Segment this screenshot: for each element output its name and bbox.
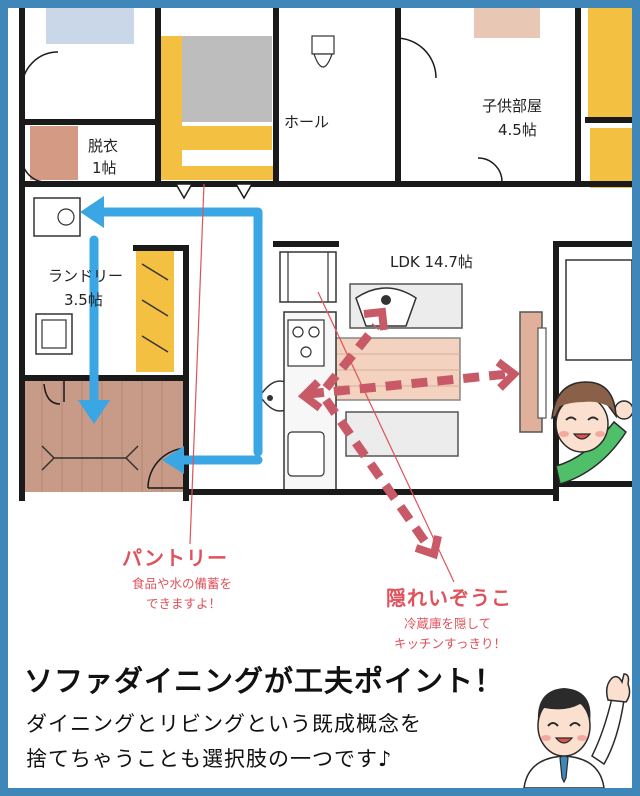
man-hair (537, 688, 591, 722)
storage-yellow-right-2 (590, 128, 632, 188)
doors (21, 37, 503, 489)
blue-flow-arrows (89, 207, 263, 465)
burner-3 (300, 346, 312, 358)
character-hand (614, 400, 632, 420)
blue-arrow-head-down (78, 400, 110, 424)
red-arrow-down (322, 397, 432, 549)
toilet-bowl (313, 53, 333, 68)
room-label-hall: ホール (284, 113, 330, 131)
tv (537, 327, 547, 419)
man-hand (605, 673, 631, 703)
burner-1 (292, 326, 304, 338)
character-eye-right (587, 416, 599, 421)
bed-blue (46, 8, 134, 44)
storage-yellow-right (588, 8, 632, 120)
pantry-shelf (279, 251, 337, 303)
room-label-laundry-size: 3.5帖 (64, 291, 103, 309)
laundry-wood-floor (22, 380, 186, 492)
shelf-hatching (141, 263, 169, 353)
pantry-callout-line2: できますよ！ (146, 596, 222, 611)
chair-dot (381, 295, 391, 305)
fridge-callout-title: 隠れいぞうこ (386, 586, 512, 610)
stove (287, 319, 325, 367)
wash-basin (33, 197, 81, 237)
blue-arrow-head-left (80, 196, 104, 228)
room-label-laundry: ランドリー (48, 267, 124, 285)
man-cheek-left (541, 735, 551, 741)
man-arm-raised (591, 697, 625, 766)
room-label-child-room: 子供部屋 (482, 97, 543, 115)
basin-bowl (57, 208, 75, 226)
room-label-dressing: 脱衣 (88, 137, 119, 155)
toilet-tank (311, 35, 335, 55)
fridge-pointer-line (317, 291, 455, 583)
red-arrow-head-right (495, 358, 521, 391)
room-label-dressing-size: 1帖 (92, 159, 117, 177)
man-mouth (554, 737, 574, 744)
red-arrow-horizontal (307, 369, 509, 399)
sink (287, 431, 325, 477)
waving-man-illustration (523, 673, 631, 788)
page-frame: ホール 子供部屋 4.5帖 脱衣 1帖 ランドリー 3.5帖 LDK 14.7帖… (8, 8, 632, 788)
floor-plan (19, 8, 632, 583)
character-eye-left (565, 416, 577, 421)
character-hair-front (556, 387, 612, 408)
fridge-callout-line2: キッチンすっきり！ (394, 636, 507, 651)
red-arrow-head-left (297, 379, 323, 412)
dressing-wood-floor (30, 126, 78, 180)
pantry-pointer-line (189, 183, 205, 545)
right-room-bed (565, 259, 632, 361)
wood-floor-grain (41, 380, 163, 492)
room-label-child-room-size: 4.5帖 (498, 121, 537, 139)
fridge-callout-line1: 冷蔵庫を隠して (404, 616, 492, 631)
man-eye-left (547, 722, 559, 727)
storage-yellow-top (158, 36, 182, 176)
stool-dot-1 (267, 395, 273, 401)
body-line-1: ダイニングとリビングという既成概念を (26, 712, 422, 736)
red-arrow-head-down (414, 535, 442, 560)
red-arrow-up (322, 323, 380, 391)
character-cheek-left (559, 431, 569, 437)
character-cheek-right (595, 431, 605, 437)
man-cheek-right (577, 735, 587, 741)
pointing-character (551, 381, 632, 485)
red-arrow-heads (297, 307, 521, 560)
blue-arrow-head-bottom (162, 446, 184, 474)
laundry-shelf-yellow (136, 248, 174, 372)
character-mouth (572, 433, 592, 440)
closet-grey (180, 36, 272, 122)
child-room-desk (474, 8, 540, 38)
room-label-ldk: LDK 14.7帖 (390, 253, 473, 271)
blue-arrow-left (95, 207, 263, 457)
red-arrow-head-up (363, 307, 388, 331)
red-dashed-arrows (307, 323, 509, 549)
pantry-callout-line1: 食品や水の備蓄を (132, 576, 233, 591)
pantry-callout-title: パントリー (122, 546, 228, 570)
blue-arrow-heads (78, 196, 184, 474)
body-line-2: 捨てちゃうことも選択肢の一つです♪ (26, 747, 393, 771)
storage-yellow-shelf (180, 126, 272, 150)
character-arm-green (555, 420, 627, 485)
washer-door (41, 319, 67, 349)
man-eye-right (569, 722, 581, 727)
burner-2 (308, 326, 320, 338)
storage-yellow-low (158, 166, 276, 180)
headline: ソファダイニングが工夫ポイント！ (24, 664, 505, 698)
